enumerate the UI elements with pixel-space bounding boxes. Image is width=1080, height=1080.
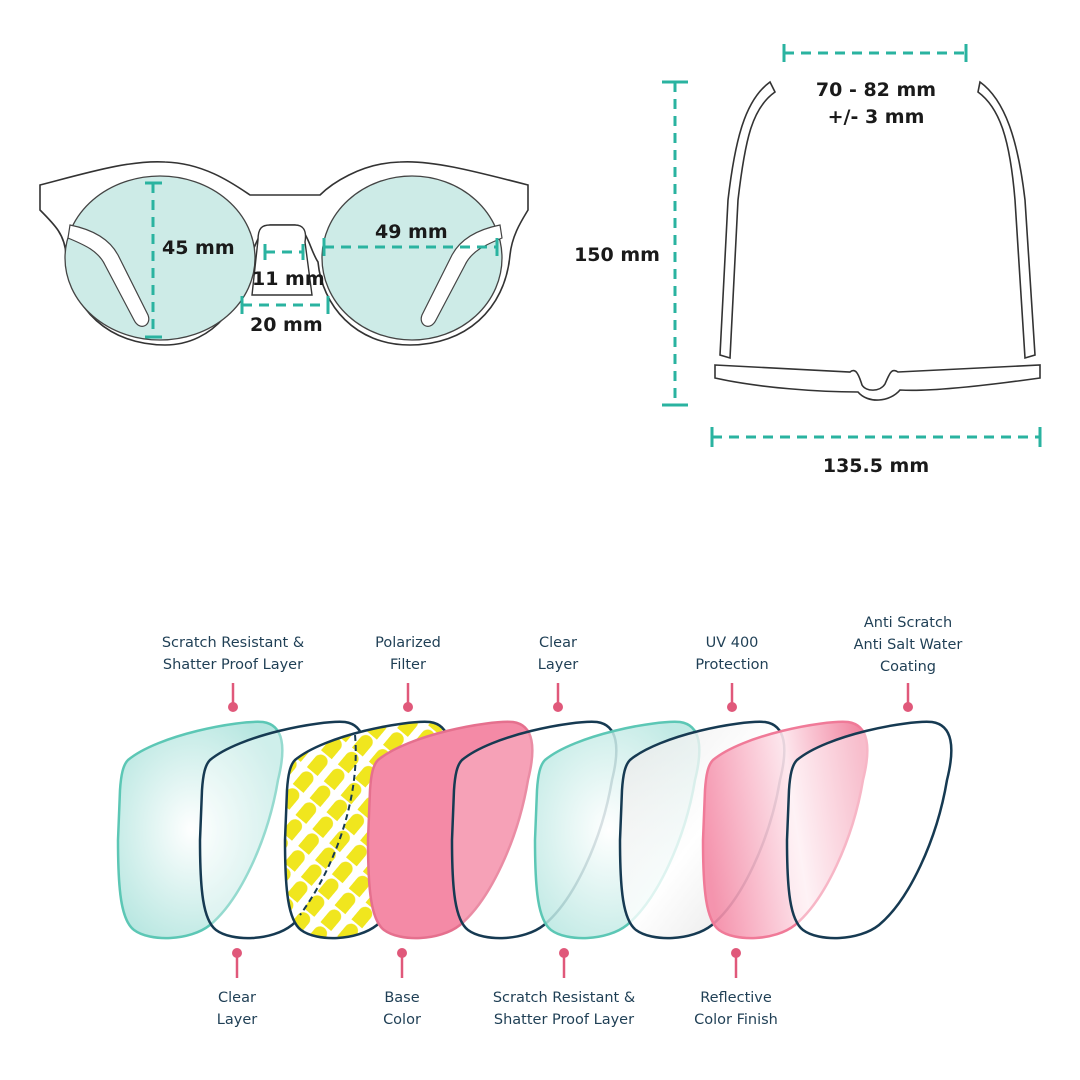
label-top-4-line1: UV 400 (706, 635, 759, 651)
label-top-3-line2: Layer (538, 657, 578, 673)
right-temple-top (977, 80, 1036, 360)
lens-width-label: 49 mm (375, 221, 448, 243)
layer-anti-scratch-coating (785, 720, 953, 940)
polarized-dashed-line (299, 734, 357, 916)
label-top-2-line1: Polarized (375, 635, 441, 651)
lens-height-label: 45 mm (162, 237, 235, 259)
label-top-4-line2: Protection (695, 657, 768, 673)
label-bottom-2-line2: Color (383, 1012, 421, 1028)
label-top-5-line2: Anti Salt Water (854, 637, 963, 653)
bridge-top-label: 11 mm (252, 268, 325, 290)
front-view-glasses (39, 160, 529, 346)
frame-width-label: 135.5 mm (823, 455, 929, 477)
label-bottom-4-line2: Color Finish (694, 1012, 778, 1028)
lens-layers (116, 720, 953, 940)
right-lens (321, 175, 503, 341)
top-pins (228, 683, 913, 712)
top-dimension-lines (662, 44, 1042, 447)
left-temple-top (719, 80, 777, 360)
label-top-3-line1: Clear (539, 635, 577, 651)
front-dimension-lines (145, 181, 499, 339)
label-bottom-1-line2: Layer (217, 1012, 257, 1028)
label-top-1-line1: Scratch Resistant & (162, 635, 304, 651)
label-top-5-line1: Anti Scratch (864, 615, 952, 631)
label-bottom-4-line1: Reflective (700, 990, 772, 1006)
left-lens (64, 175, 256, 341)
bridge-width-label: 20 mm (250, 314, 323, 336)
bottom-pins (232, 948, 741, 978)
label-bottom-2-line1: Base (384, 990, 419, 1006)
label-bottom-1-line1: Clear (218, 990, 256, 1006)
label-bottom-3-line1: Scratch Resistant & (493, 990, 635, 1006)
temple-spread-tolerance: +/- 3 mm (828, 106, 925, 128)
top-view-glasses (714, 80, 1041, 401)
left-temple-arm (67, 224, 150, 327)
label-top-2-line2: Filter (390, 657, 426, 673)
top-frame-front (714, 364, 1041, 401)
label-bottom-3-line2: Shatter Proof Layer (494, 1012, 634, 1028)
label-top-5-line3: Coating (880, 659, 936, 675)
nose-bridge (251, 224, 313, 296)
label-top-1-line2: Shatter Proof Layer (163, 657, 303, 673)
temple-spread-label: 70 - 82 mm (816, 79, 936, 101)
temple-length-label: 150 mm (574, 244, 660, 266)
